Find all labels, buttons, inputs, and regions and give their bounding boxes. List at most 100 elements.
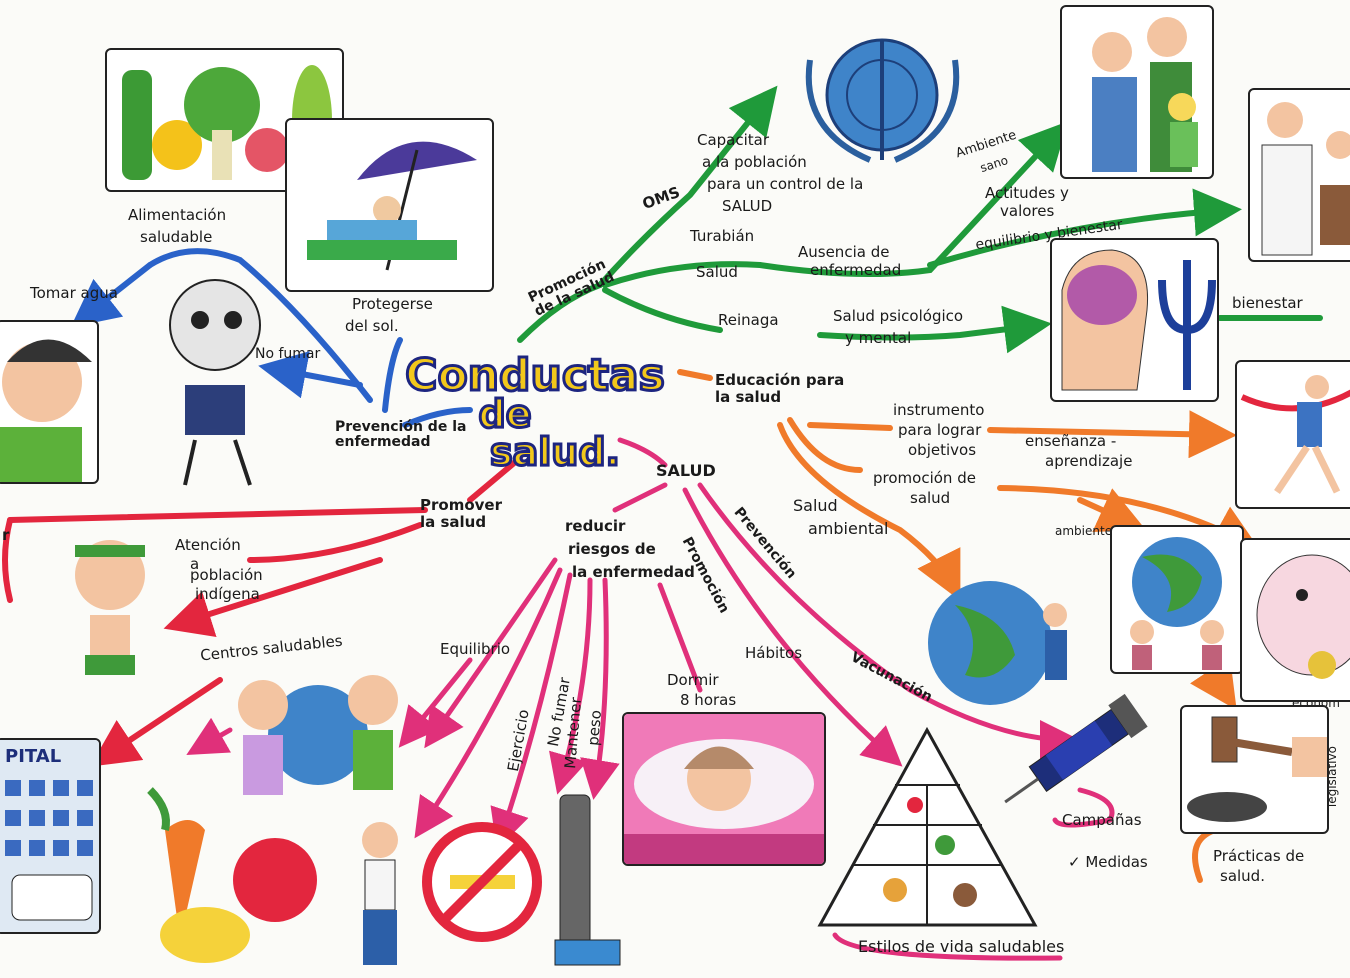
label-atencion-2: a (190, 555, 200, 573)
no-smoking-icon (422, 822, 542, 942)
indigenous-kid-picture (55, 525, 170, 700)
label-instrumento-1: instrumento (893, 401, 985, 419)
vegetables-bottom-picture (125, 770, 320, 970)
label-promocion-salud-1: promoción de (873, 469, 976, 487)
gavel-picture (1180, 705, 1329, 834)
label-psicologico-2: y mental (845, 329, 912, 347)
label-atencion-4: indígena (195, 585, 260, 603)
skeleton-icon (169, 279, 261, 486)
branch-prevencion: Prevención de la enfermedad (335, 419, 467, 451)
title-line-1: Conductas (405, 350, 665, 401)
label-equilibrio-pink: Equilibrio (440, 640, 511, 658)
label-sol-1: Protegerse (352, 295, 433, 313)
label-ensenanza-2: aprendizaje (1045, 452, 1133, 470)
doctor-picture (1248, 88, 1350, 262)
kids-globe-picture (228, 660, 408, 810)
label-capacitar-1: Capacitar (697, 131, 770, 149)
kids-globe-icon (238, 675, 398, 795)
orange-links (677, 369, 1261, 883)
boy-drinking-picture (0, 320, 99, 484)
vegetables-icon (122, 65, 332, 180)
label-alimentacion-2: saludable (140, 228, 213, 246)
label-bienestar: bienestar (1232, 294, 1303, 312)
label-reinaga: Reinaga (718, 311, 779, 329)
scale-picture (550, 790, 625, 970)
branch-educacion: Educación para la salud (715, 371, 845, 406)
label-alimentacion-1: Alimentación (128, 206, 227, 224)
sleeping-girl-picture (622, 712, 826, 866)
blue-links (70, 248, 473, 428)
brain-psi-picture (1050, 238, 1219, 402)
label-reducir-3: la enfermedad (572, 563, 695, 581)
gavel-icon (1187, 716, 1327, 822)
label-capacitar-2: a la población (702, 153, 807, 171)
sleep-icon (624, 714, 824, 864)
earth-kids-picture (1110, 525, 1244, 674)
label-atencion-1: Atención (175, 536, 241, 554)
label-ambiental-2: ambiental (808, 519, 889, 538)
label-practicas-2: salud. (1220, 867, 1265, 885)
hospital-picture: PITAL (0, 738, 101, 934)
label-promocion-salud-2: salud (910, 489, 951, 507)
food-pyramid-picture (815, 725, 1040, 930)
runner-picture (1235, 360, 1350, 509)
earth-icon (928, 581, 1067, 705)
central-title-art: Conductas de salud. (404, 349, 667, 476)
label-habitos: Hábitos (745, 644, 803, 662)
label-reducir-1: reducir (565, 517, 626, 535)
jogger-icon (362, 822, 398, 965)
oms-logo-picture (790, 20, 975, 170)
pink-links (186, 437, 1115, 961)
doctor-icon (1261, 102, 1350, 256)
pyramid-icon (817, 726, 1038, 927)
earth-hug-picture (925, 575, 1090, 710)
label-ambiente: ambiente (1055, 524, 1113, 538)
family-picture (1060, 5, 1214, 179)
label-sol-2: del sol. (345, 317, 399, 335)
label-tomar-agua: Tomar agua (30, 284, 118, 302)
piggy-bank-picture (1240, 538, 1350, 702)
label-instrumento-3: objetivos (908, 441, 977, 459)
label-dormir-2: 8 horas (680, 691, 737, 709)
no-smoking-picture (420, 820, 545, 945)
syringe-icon (1004, 693, 1148, 804)
label-ambiental-1: Salud (793, 496, 838, 515)
label-atencion-3: población (190, 566, 263, 584)
family-icon (1092, 17, 1198, 172)
branch-salud: SALUD (656, 461, 716, 480)
vaccine-picture (990, 690, 1170, 815)
label-ensenanza-1: enseñanza - (1025, 432, 1117, 450)
label-psicologico-1: Salud psicológico (833, 307, 964, 325)
kid-icon (75, 540, 145, 675)
scale-icon (554, 794, 621, 966)
label-ausencia-1: Ausencia de (798, 243, 890, 261)
branch-promover: Promover la salud (420, 496, 502, 531)
label-no-fumar-blue: No fumar (255, 346, 321, 362)
piggy-icon (1256, 554, 1350, 679)
runner-boy-picture (345, 815, 415, 975)
earth-kids-icon (1130, 537, 1224, 670)
label-capacitar-3: para un control de la (707, 175, 864, 193)
sunbather-picture (285, 118, 494, 292)
boy-icon (0, 339, 92, 482)
red-links (2, 455, 523, 767)
oms-emblem-icon (805, 38, 960, 163)
runner-icon (1240, 375, 1350, 494)
label-capacitar-4: SALUD (722, 197, 773, 215)
sun-umbrella-icon (307, 141, 477, 271)
label-salud-green: Salud (696, 263, 738, 281)
label-practicas-1: Prácticas de (1213, 847, 1305, 865)
hospital-sign: PITAL (5, 746, 61, 767)
title-line-2: de (479, 392, 532, 436)
label-reducir-2: riesgos de (568, 540, 656, 558)
label-ausencia-2: enfermedad (810, 261, 902, 279)
skeleton-smoking-picture (155, 275, 275, 490)
hospital-icon: PITAL (0, 740, 99, 932)
label-estilos: Estilos de vida saludables (858, 937, 1065, 956)
label-medidas: ✓ Medidas (1068, 853, 1148, 871)
label-cut-r: r (2, 526, 10, 544)
central-title: Conductas de salud. (385, 345, 685, 476)
label-actitudes-1: Actitudes y (985, 184, 1069, 202)
green-links (517, 85, 1323, 354)
